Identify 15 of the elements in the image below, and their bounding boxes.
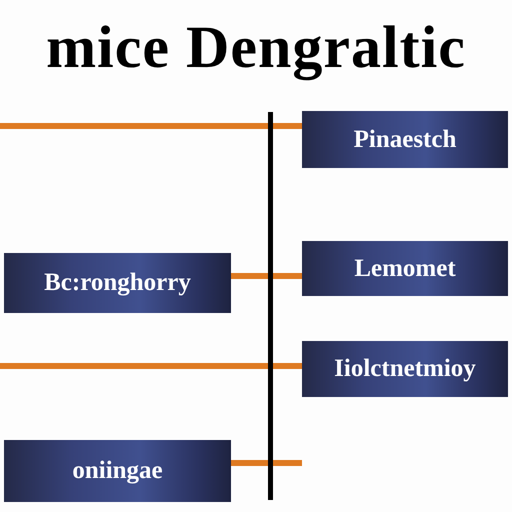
category-label: Pinaestch	[354, 126, 456, 154]
category-box	[302, 241, 508, 296]
category-label: Iiolctnetmioy	[334, 355, 476, 383]
category-label: oniingae	[72, 457, 163, 485]
category-box	[302, 111, 508, 168]
category-box	[302, 341, 508, 397]
connector-line	[231, 460, 302, 466]
connector-line	[0, 363, 302, 369]
category-label: Bc:ronghorry	[44, 269, 191, 297]
connector-line	[0, 123, 302, 129]
diagram-title: mice Dengraltic	[45, 13, 467, 82]
category-label: Lemomet	[354, 254, 456, 282]
category-box	[4, 440, 231, 502]
connector-line	[231, 273, 302, 279]
category-box	[4, 253, 231, 313]
